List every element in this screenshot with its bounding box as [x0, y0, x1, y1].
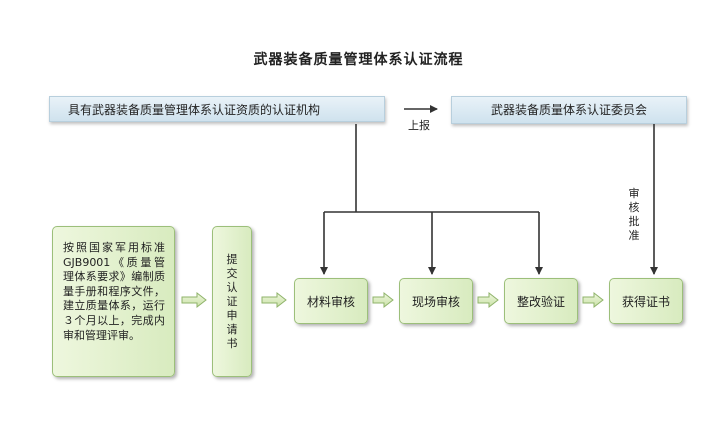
flow-arrow-5 [582, 291, 604, 309]
flow-arrow-2 [261, 291, 287, 309]
preparation-box: 按照国家军用标准GJB9001《质量管理体系要求》编制质量手册和程序文件，建立质… [52, 226, 175, 377]
application-box: 提交认证申请书 [212, 226, 252, 377]
flow-arrow-3 [372, 291, 394, 309]
report-label: 上报 [408, 119, 430, 132]
diagram-title: 武器装备质量管理体系认证流程 [253, 52, 464, 68]
step-material-review: 材料审核 [294, 278, 368, 324]
step-onsite-audit: 现场审核 [399, 278, 473, 324]
flow-arrow-1 [181, 291, 207, 309]
flow-arrow-4 [477, 291, 499, 309]
step-rectification: 整改验证 [504, 278, 578, 324]
approve-label: 审核批准 [628, 187, 640, 242]
step-certificate: 获得证书 [609, 278, 683, 324]
certification-body-box: 具有武器装备质量管理体系认证资质的认证机构 [49, 96, 385, 122]
certification-committee-box: 武器装备质量体系认证委员会 [451, 96, 687, 124]
application-text: 提交认证申请书 [226, 252, 238, 350]
